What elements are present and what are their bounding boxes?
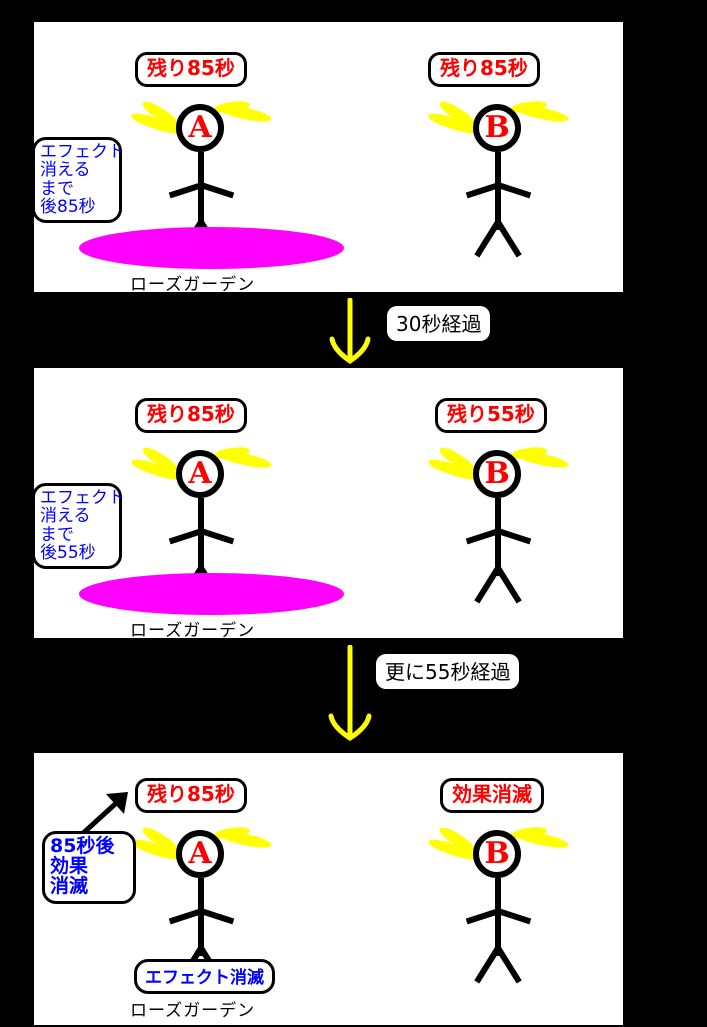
character-head (473, 104, 521, 152)
character-a-letter: A (188, 836, 212, 871)
leg-right (495, 220, 522, 258)
character-b-callout: 残り85秒 (428, 52, 540, 87)
character-b-letter: B (484, 110, 510, 145)
note-line: エフェクト (40, 142, 125, 162)
note-line: まで (40, 178, 74, 199)
character-b-callout: 残り55秒 (435, 398, 547, 433)
transition-2-label: 更に55秒経過 (376, 654, 520, 689)
note-line: まで (40, 524, 74, 545)
arm-right (200, 908, 235, 925)
character-head (176, 450, 224, 498)
leg-right (495, 566, 522, 604)
character-head (473, 450, 521, 498)
character-head (176, 104, 224, 152)
note-line: 後55秒 (40, 543, 96, 564)
torso (198, 878, 204, 956)
character-b-figure: B (426, 428, 570, 604)
character-a-effect-note: 85秒後 効果 消滅 (42, 831, 136, 904)
note-line: 消える (40, 506, 91, 527)
note-line: 後85秒 (40, 197, 96, 218)
pointer-arrow-icon (77, 792, 128, 839)
character-b-letter: B (484, 836, 510, 871)
panel-3: 残り85秒 A 85秒後 効果 消滅 エフェクト消滅 ローズガーデン (34, 753, 623, 1025)
arm-right (200, 182, 235, 199)
note-line: 消える (40, 160, 91, 181)
transition-1-label: 30秒経過 (387, 306, 491, 341)
note-line: 効果 (50, 854, 89, 877)
character-a-effect-note: エフェクト 消える まで 後55秒 (34, 483, 125, 570)
effect-expired-label: エフェクト消滅 (134, 959, 275, 994)
character-a-letter: A (188, 110, 212, 145)
torso (495, 878, 501, 956)
panel-1: 残り85秒 A ローズガーデン エフェクト 消える まで 後85秒 残り85秒 (34, 22, 623, 292)
arm-right (200, 528, 235, 545)
character-a-callout: 残り85秒 (135, 52, 247, 87)
down-arrow-icon (329, 298, 371, 365)
effect-area-rose-garden (79, 573, 344, 615)
torso (198, 498, 204, 576)
character-a-letter: A (188, 456, 212, 491)
character-a-callout: 残り85秒 (135, 398, 247, 433)
leg-right (495, 946, 522, 984)
effect-area-label: ローズガーデン (130, 275, 256, 292)
character-b-letter: B (484, 456, 510, 491)
character-b-figure: B (426, 82, 570, 258)
down-arrow-icon (328, 645, 372, 741)
panel-2: 残り85秒 A ローズガーデン エフェクト 消える まで 後55秒 残り55秒 (34, 368, 623, 638)
character-a-figure: A (129, 82, 273, 258)
arm-right (497, 528, 532, 545)
effect-area-label: ローズガーデン (130, 621, 256, 638)
character-b-figure: B (426, 808, 570, 984)
character-a-effect-note: エフェクト 消える まで 後85秒 (34, 137, 125, 224)
effect-area-label: ローズガーデン (130, 1001, 256, 1021)
arm-right (497, 182, 532, 199)
torso (198, 152, 204, 230)
note-line: 消滅 (50, 874, 89, 897)
character-head (473, 830, 521, 878)
transition-2: 更に55秒経過 (300, 645, 630, 745)
torso (495, 152, 501, 230)
note-line: エフェクト (40, 488, 125, 508)
effect-area-rose-garden (79, 227, 344, 269)
character-a-figure: A (129, 428, 273, 604)
character-head (176, 830, 224, 878)
character-b-callout: 効果消滅 (440, 778, 544, 813)
transition-1: 30秒経過 (300, 298, 600, 368)
character-a-figure: A (129, 808, 273, 984)
torso (495, 498, 501, 576)
character-a-callout: 残り85秒 (135, 778, 247, 813)
arm-right (497, 908, 532, 925)
note-line: 85秒後 (50, 835, 115, 857)
